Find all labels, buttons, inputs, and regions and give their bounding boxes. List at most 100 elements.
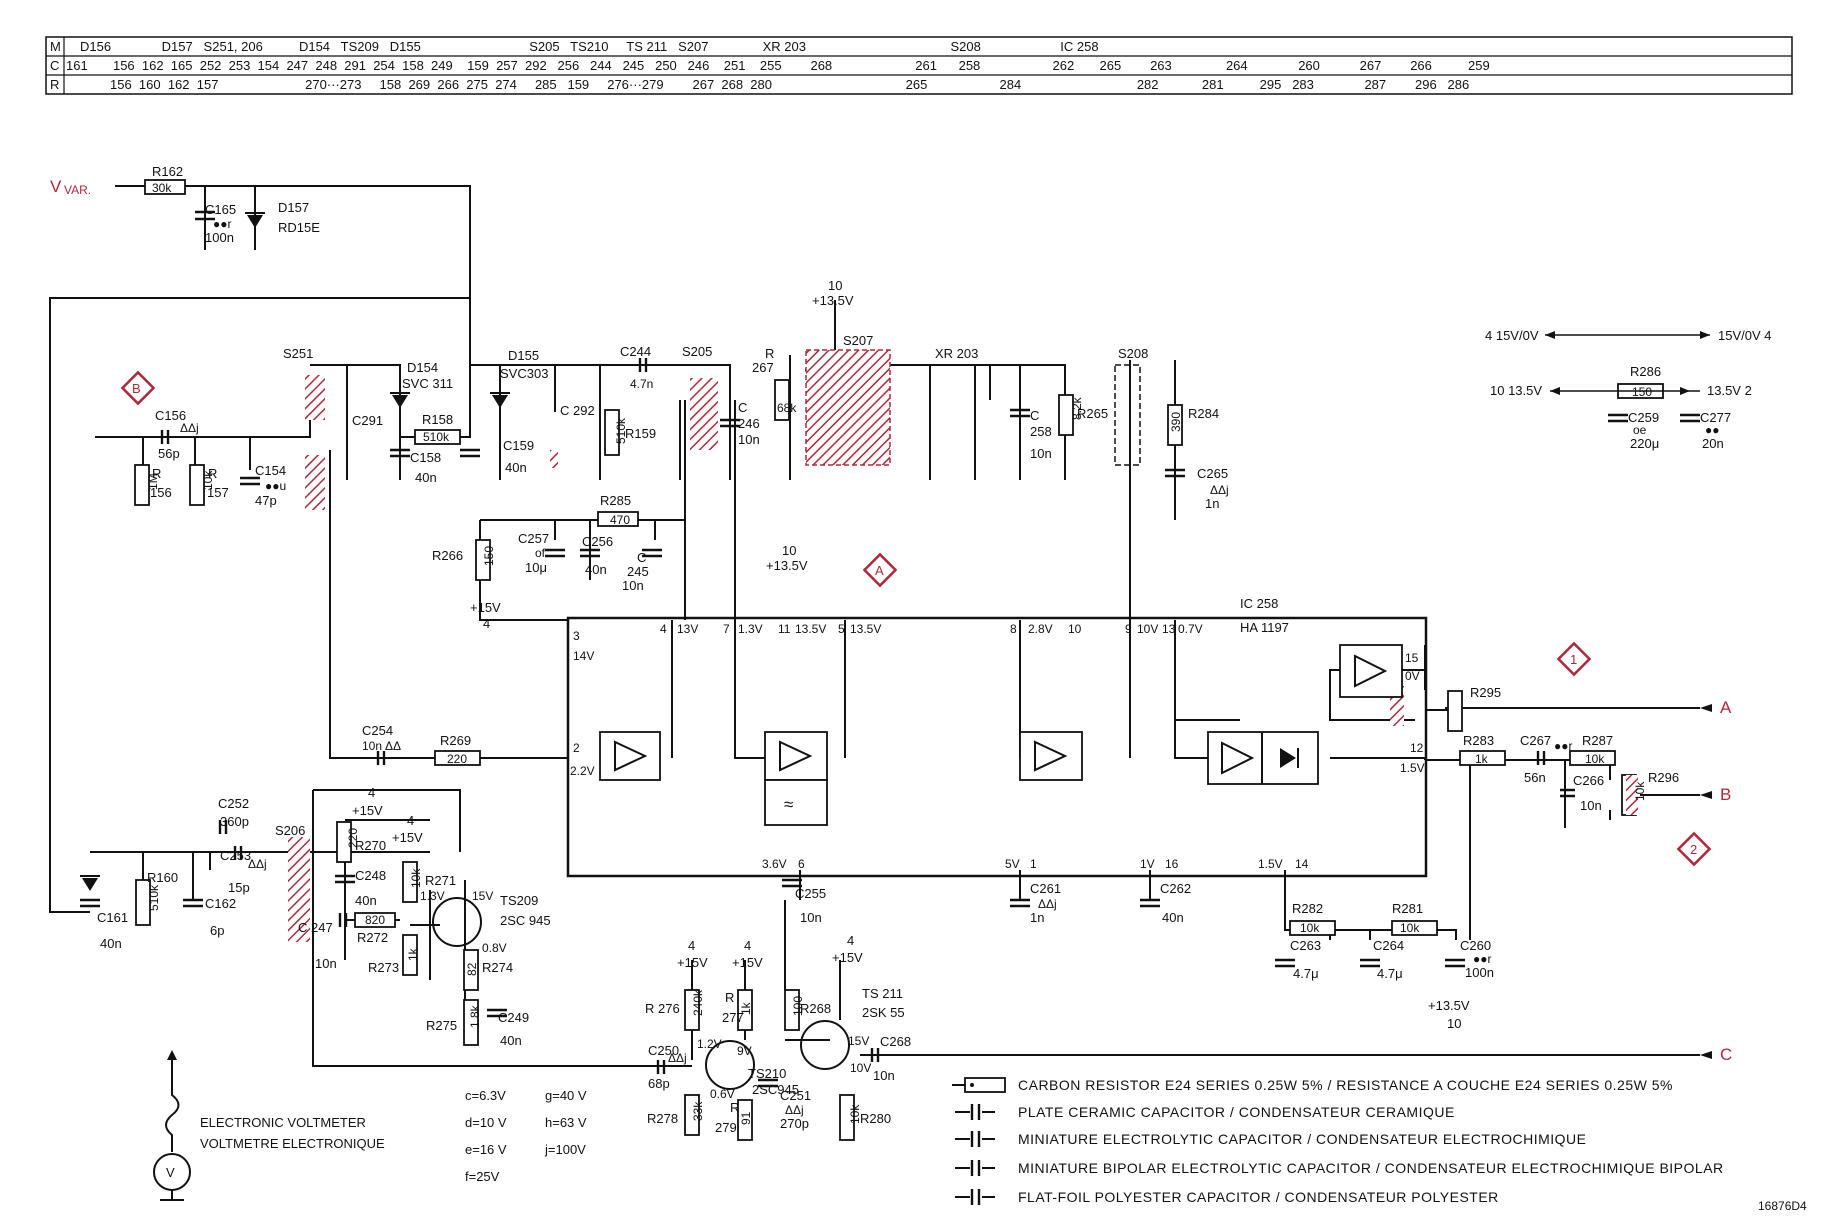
r265-label: R265 <box>1077 406 1108 421</box>
r156-number: 156 <box>150 485 172 500</box>
c250-rating: ΔΔj <box>668 1051 687 1065</box>
vvar-sub: VAR. <box>64 183 91 197</box>
c158-label: C158 <box>410 450 441 465</box>
c244-label: C244 <box>620 344 651 359</box>
d157-type: RD15E <box>278 220 320 235</box>
c162-value: 6p <box>210 923 224 938</box>
c264-label: C264 <box>1373 938 1404 953</box>
supply-4-a-voltage: +15V <box>352 803 383 818</box>
c268-label: C268 <box>880 1034 911 1049</box>
pin4: 4 <box>660 622 667 636</box>
c245-label: C <box>637 550 646 565</box>
r282-value: 10k <box>1300 921 1320 935</box>
ts211-drain-voltage: 15V <box>848 1034 869 1048</box>
c259-value: 220μ <box>1630 436 1659 451</box>
c156-label: C156 <box>155 408 186 423</box>
c268-value: 10n <box>873 1068 895 1083</box>
pin8-voltage: 2.8V <box>1028 622 1053 636</box>
r158-label: R158 <box>422 412 453 427</box>
r284-resistor <box>1167 404 1183 446</box>
d154-label: D154 <box>407 360 438 375</box>
c250-label: C250 <box>648 1043 679 1058</box>
s206-label: S206 <box>275 823 305 838</box>
pin13: 13 <box>1162 622 1176 636</box>
r269-resistor <box>434 750 481 766</box>
d155-label: D155 <box>508 348 539 363</box>
rating-h: h=63 V <box>545 1115 587 1130</box>
c248-label: C248 <box>355 868 386 883</box>
c263-label: C263 <box>1290 938 1321 953</box>
legend-ceramic-capacitor: PLATE CERAMIC CAPACITOR / CONDENSATEUR C… <box>1018 1104 1455 1120</box>
index-table: M C R D156 D157 S251, 206 D154 TS209 D15… <box>45 36 1793 95</box>
r266-label: R266 <box>432 548 463 563</box>
c257-value: 10μ <box>525 560 547 575</box>
r287-value: 10k <box>1585 752 1605 766</box>
r271-label: R271 <box>425 873 456 888</box>
ts211-type: 2SK 55 <box>862 1005 905 1020</box>
c291-label: C291 <box>352 413 383 428</box>
r159-label: R159 <box>625 426 656 441</box>
pin3-voltage: 14V <box>573 649 594 663</box>
r266-supply-number: 4 <box>483 616 490 631</box>
c257-label: C257 <box>518 531 549 546</box>
c267-label: C267 <box>1520 733 1551 748</box>
r274-label: R274 <box>482 960 513 975</box>
ts209-collector-voltage: 15V <box>472 889 493 903</box>
supply-10-a-voltage: +13.5V <box>812 293 854 308</box>
c246-number: 246 <box>738 416 760 431</box>
c161-value: 40n <box>100 936 122 951</box>
ts209-emitter-voltage: 0.8V <box>482 941 507 955</box>
output-a-label: A <box>1720 698 1732 717</box>
supply-4-e: 4 <box>847 933 854 948</box>
supply-10-b: 10 <box>782 543 796 558</box>
r279-number: 279 <box>715 1120 737 1135</box>
pin15-voltage: 0V <box>1405 669 1420 683</box>
r272-resistor <box>354 912 396 928</box>
ts210-type: 2SC945 <box>752 1082 799 1097</box>
voltmeter-symbol: V ELECTRONIC VOLTMETER VOLTMETRE ELECTRO… <box>153 1050 385 1201</box>
r160-value: 510k <box>147 884 161 911</box>
r156-resistor <box>134 464 150 506</box>
pin2: 2 <box>573 741 580 755</box>
c262-value: 40n <box>1162 910 1184 925</box>
c263-value: 4.7μ <box>1293 966 1319 981</box>
r159-value: 510k <box>614 417 628 444</box>
test-point-markers: B A 1 2 <box>120 370 1712 867</box>
pin5: 5 <box>838 622 845 636</box>
r267-label: R <box>765 346 774 361</box>
c245-value: 10n <box>622 578 644 593</box>
r283-label: R283 <box>1463 733 1494 748</box>
r162-value: 30k <box>152 181 172 195</box>
c258-number: 258 <box>1030 424 1052 439</box>
r275-label: R275 <box>426 1018 457 1033</box>
c165-rating: ●●r <box>213 217 232 231</box>
r296-label: R296 <box>1648 770 1679 785</box>
legend-carbon-resistor: CARBON RESISTOR E24 SERIES 0.25W 5% / RE… <box>1018 1077 1673 1093</box>
voltmeter-symbol-label: V <box>166 1165 175 1180</box>
r156-label: R <box>152 466 161 481</box>
ts210-emitter-voltage: 0.6V <box>710 1087 735 1101</box>
r267-number: 267 <box>752 360 774 375</box>
r156-value: 1M <box>146 473 160 490</box>
pin1: 1 <box>1030 857 1037 871</box>
diodes <box>80 212 510 891</box>
c253-value: 15p <box>228 880 250 895</box>
pin11: 11 <box>778 622 791 636</box>
rating-f: f=25V <box>465 1169 500 1184</box>
c266-value: 10n <box>1580 798 1602 813</box>
r273-resistor <box>402 934 418 976</box>
r157-resistor <box>189 464 205 506</box>
c255-label: C255 <box>795 886 826 901</box>
c260-rating: ●●r <box>1473 952 1492 966</box>
c251-rating: ΔΔj <box>785 1103 804 1117</box>
pin6: 6 <box>798 857 805 871</box>
c251-value: 270p <box>780 1116 809 1131</box>
r279-label: R <box>730 1100 739 1115</box>
r269-label: R269 <box>440 733 471 748</box>
c277-label: C277 <box>1700 410 1731 425</box>
c252-value: 360p <box>220 814 249 829</box>
r296-value: 10k <box>1633 781 1647 801</box>
supply-10-b-voltage: +13.5V <box>766 558 808 573</box>
c256-value: 40n <box>585 562 607 577</box>
c154-rating: ●●u <box>265 479 286 493</box>
